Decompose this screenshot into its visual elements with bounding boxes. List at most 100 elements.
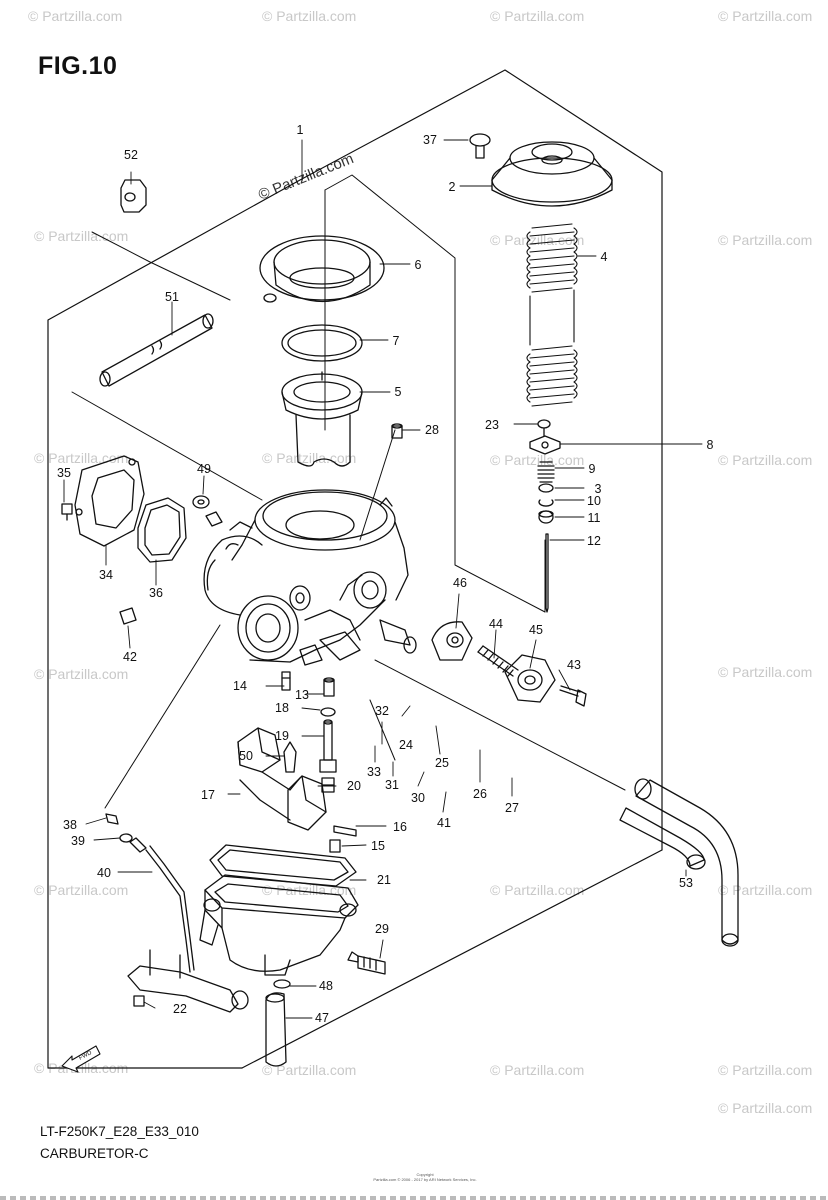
callout-30: 30	[411, 791, 425, 805]
copyright-line-1: Copyright	[416, 1172, 434, 1177]
leader-lines	[63, 139, 703, 1019]
callout-14: 14	[233, 679, 247, 693]
watermark: © Partzilla.com	[28, 8, 123, 24]
part-14-screw	[281, 671, 291, 691]
part-36-gasket	[137, 497, 187, 563]
part-46-plate	[431, 621, 473, 661]
watermark: © Partzilla.com	[718, 452, 813, 468]
part-18-oring	[320, 707, 336, 717]
part-29-screw	[347, 951, 386, 975]
callout-41: 41	[437, 816, 451, 830]
callout-49: 49	[197, 462, 211, 476]
callout-43: 43	[567, 658, 581, 672]
watermark: © Partzilla.com	[490, 232, 585, 248]
watermark: © Partzilla.com	[490, 1062, 585, 1078]
callout-29: 29	[375, 922, 389, 936]
callout-2: 2	[448, 180, 456, 194]
watermark: © Partzilla.com	[262, 8, 357, 24]
part-47-hose	[265, 992, 287, 1067]
callout-52: 52	[124, 148, 138, 162]
part-34-gasket	[74, 455, 145, 547]
part-10-clip	[538, 499, 554, 507]
callout-6: 6	[414, 258, 422, 272]
callout-24: 24	[399, 738, 413, 752]
callout-7: 7	[392, 334, 400, 348]
callout-3: 3	[594, 482, 602, 496]
page-bottom-edge	[0, 1196, 828, 1200]
part-15-screw	[329, 839, 341, 853]
callout-47: 47	[315, 1011, 329, 1025]
figure-title: FIG.10	[38, 52, 118, 80]
part-19-needle-jet	[319, 719, 337, 773]
watermark: © Partzilla.com	[718, 882, 813, 898]
part-35-screw	[61, 503, 73, 521]
part-6-diaphragm	[259, 235, 385, 303]
watermark: © Partzilla.com	[490, 882, 585, 898]
watermark: © Partzilla.com	[34, 666, 129, 682]
figure-name: CARBURETOR-C	[40, 1146, 149, 1161]
part-28-screw	[391, 423, 403, 439]
part-43-screw	[559, 685, 587, 707]
callout-36: 36	[149, 586, 163, 600]
part-21-gasket	[209, 844, 357, 887]
watermark: © Partzilla.com	[490, 452, 585, 468]
part-42-plug	[119, 607, 137, 625]
callout-53: 53	[679, 876, 693, 890]
part-44-spring	[477, 645, 519, 677]
watermark: © Partzilla.com	[718, 232, 813, 248]
callout-1: 1	[296, 123, 304, 137]
part-5-piston	[281, 371, 363, 467]
callout-23: 23	[485, 418, 499, 432]
part-7-oring	[281, 324, 363, 362]
float-bowl	[199, 874, 359, 976]
copyright-line-2: Partzilla.com © 2006 - 2017 by ARI Netwo…	[373, 1177, 477, 1182]
part-45-cover	[504, 654, 556, 703]
part-9-spring	[537, 461, 555, 483]
callout-44: 44	[489, 617, 503, 631]
callout-27: 27	[505, 801, 519, 815]
callout-26: 26	[473, 787, 487, 801]
callout-21: 21	[377, 873, 391, 887]
part-23-screw	[537, 419, 551, 437]
callout-20: 20	[347, 779, 361, 793]
part-2-cap	[491, 141, 613, 207]
figure-model-code: LT-F250K7_E28_E33_010	[40, 1124, 199, 1139]
part-16-pin	[333, 825, 357, 837]
callout-18: 18	[275, 701, 289, 715]
part-17-float	[237, 727, 327, 831]
watermark: © Partzilla.com	[718, 8, 813, 24]
callout-25: 25	[435, 756, 449, 770]
guide-lines	[71, 174, 626, 809]
callout-15: 15	[371, 839, 385, 853]
callout-51: 51	[165, 290, 179, 304]
watermark: © Partzilla.com	[490, 8, 585, 24]
callout-5: 5	[394, 385, 402, 399]
callout-13: 13	[295, 688, 309, 702]
assembly-boundary	[47, 69, 663, 1069]
watermark: © Partzilla.com	[718, 1100, 813, 1116]
part-20-main-jet	[321, 777, 335, 793]
carburetor-body	[203, 489, 417, 666]
part-38-fitting	[105, 813, 119, 825]
part-49-washer	[192, 495, 223, 527]
part-8-holder	[529, 435, 561, 455]
callout-28: 28	[425, 423, 439, 437]
part-37-screw	[469, 133, 491, 159]
part-39-fitting	[119, 833, 147, 853]
callout-35: 35	[57, 466, 71, 480]
callout-22: 22	[173, 1002, 187, 1016]
watermark: © Partzilla.com	[262, 1062, 357, 1078]
callout-37: 37	[423, 133, 437, 147]
part-3-washer	[538, 483, 554, 493]
part-52-plug	[120, 179, 147, 213]
callout-8: 8	[706, 438, 714, 452]
callout-31: 31	[385, 778, 399, 792]
callout-39: 39	[71, 834, 85, 848]
callout-32: 32	[375, 704, 389, 718]
callout-11: 11	[587, 511, 601, 525]
copyright-notice: Copyright Partzilla.com © 2006 - 2017 by…	[340, 1172, 510, 1182]
watermark: © Partzilla.com	[34, 228, 129, 244]
callout-38: 38	[63, 818, 77, 832]
part-40-cable	[127, 845, 239, 1013]
